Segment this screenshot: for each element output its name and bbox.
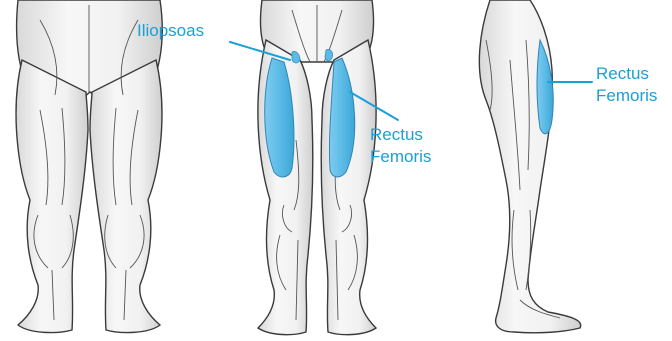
label-rectus-femoris-side-line1: Rectus: [596, 64, 649, 84]
label-iliopsoas: Iliopsoas: [137, 21, 204, 41]
posterior-right-leg: [90, 60, 162, 333]
label-rectus-femoris-front-line2: Femoris: [370, 147, 431, 167]
lateral-view-figure: [479, 0, 580, 333]
lateral-leg: [479, 0, 580, 333]
posterior-left-leg: [16, 60, 88, 333]
iliopsoas-right-highlight: [325, 49, 333, 60]
label-rectus-femoris-front-line1: Rectus: [370, 125, 423, 145]
label-rectus-femoris-side-line2: Femoris: [596, 86, 657, 106]
